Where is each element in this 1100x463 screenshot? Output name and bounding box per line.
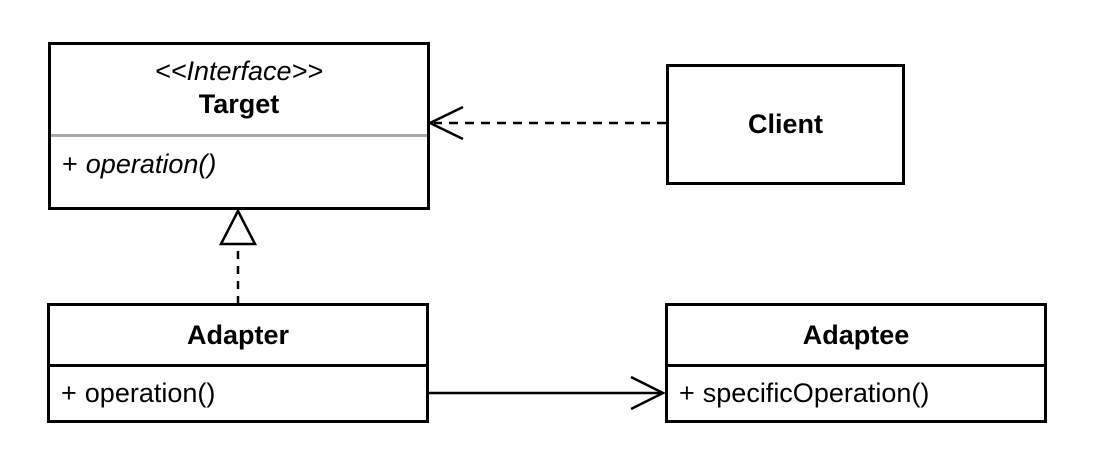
adapter-title-compartment: Adapter: [50, 306, 426, 364]
adaptee-class-name: Adaptee: [802, 319, 910, 350]
target-title-compartment: <<Interface>> Target: [51, 45, 427, 134]
adapter-member-operation: operation(): [84, 378, 216, 408]
class-box-target: <<Interface>> Target + operation(): [48, 42, 430, 210]
target-member-operation: operation(): [85, 148, 217, 179]
realization-arrow-adapter-to-target: [218, 208, 258, 304]
class-box-adapter: Adapter + operation(): [47, 303, 429, 423]
adapter-class-name: Adapter: [186, 319, 289, 350]
dependency-arrow-client-to-target: [427, 105, 666, 141]
target-stereotype-label: <<Interface>>: [154, 55, 324, 86]
association-arrow-adapter-to-adaptee: [429, 375, 666, 411]
class-box-adaptee: Adaptee + specificOperation(): [665, 303, 1047, 423]
client-class-name: Client: [747, 109, 823, 139]
realization-hollow-triangle-icon: [218, 208, 258, 246]
association-open-arrowhead-icon: [630, 375, 666, 411]
target-members-compartment: + operation(): [51, 134, 427, 207]
adapter-member-visibility: +: [61, 378, 77, 408]
adaptee-title-compartment: Adaptee: [668, 306, 1044, 364]
target-member-visibility: +: [62, 148, 78, 179]
target-class-name: Target: [198, 88, 280, 119]
dependency-open-arrowhead-icon: [427, 105, 464, 141]
adaptee-members-compartment: + specificOperation(): [668, 364, 1044, 420]
adapter-members-compartment: + operation(): [50, 364, 426, 420]
class-box-client: Client: [666, 64, 905, 185]
adaptee-member-operation: specificOperation(): [702, 378, 930, 408]
adaptee-member-visibility: +: [679, 378, 695, 408]
